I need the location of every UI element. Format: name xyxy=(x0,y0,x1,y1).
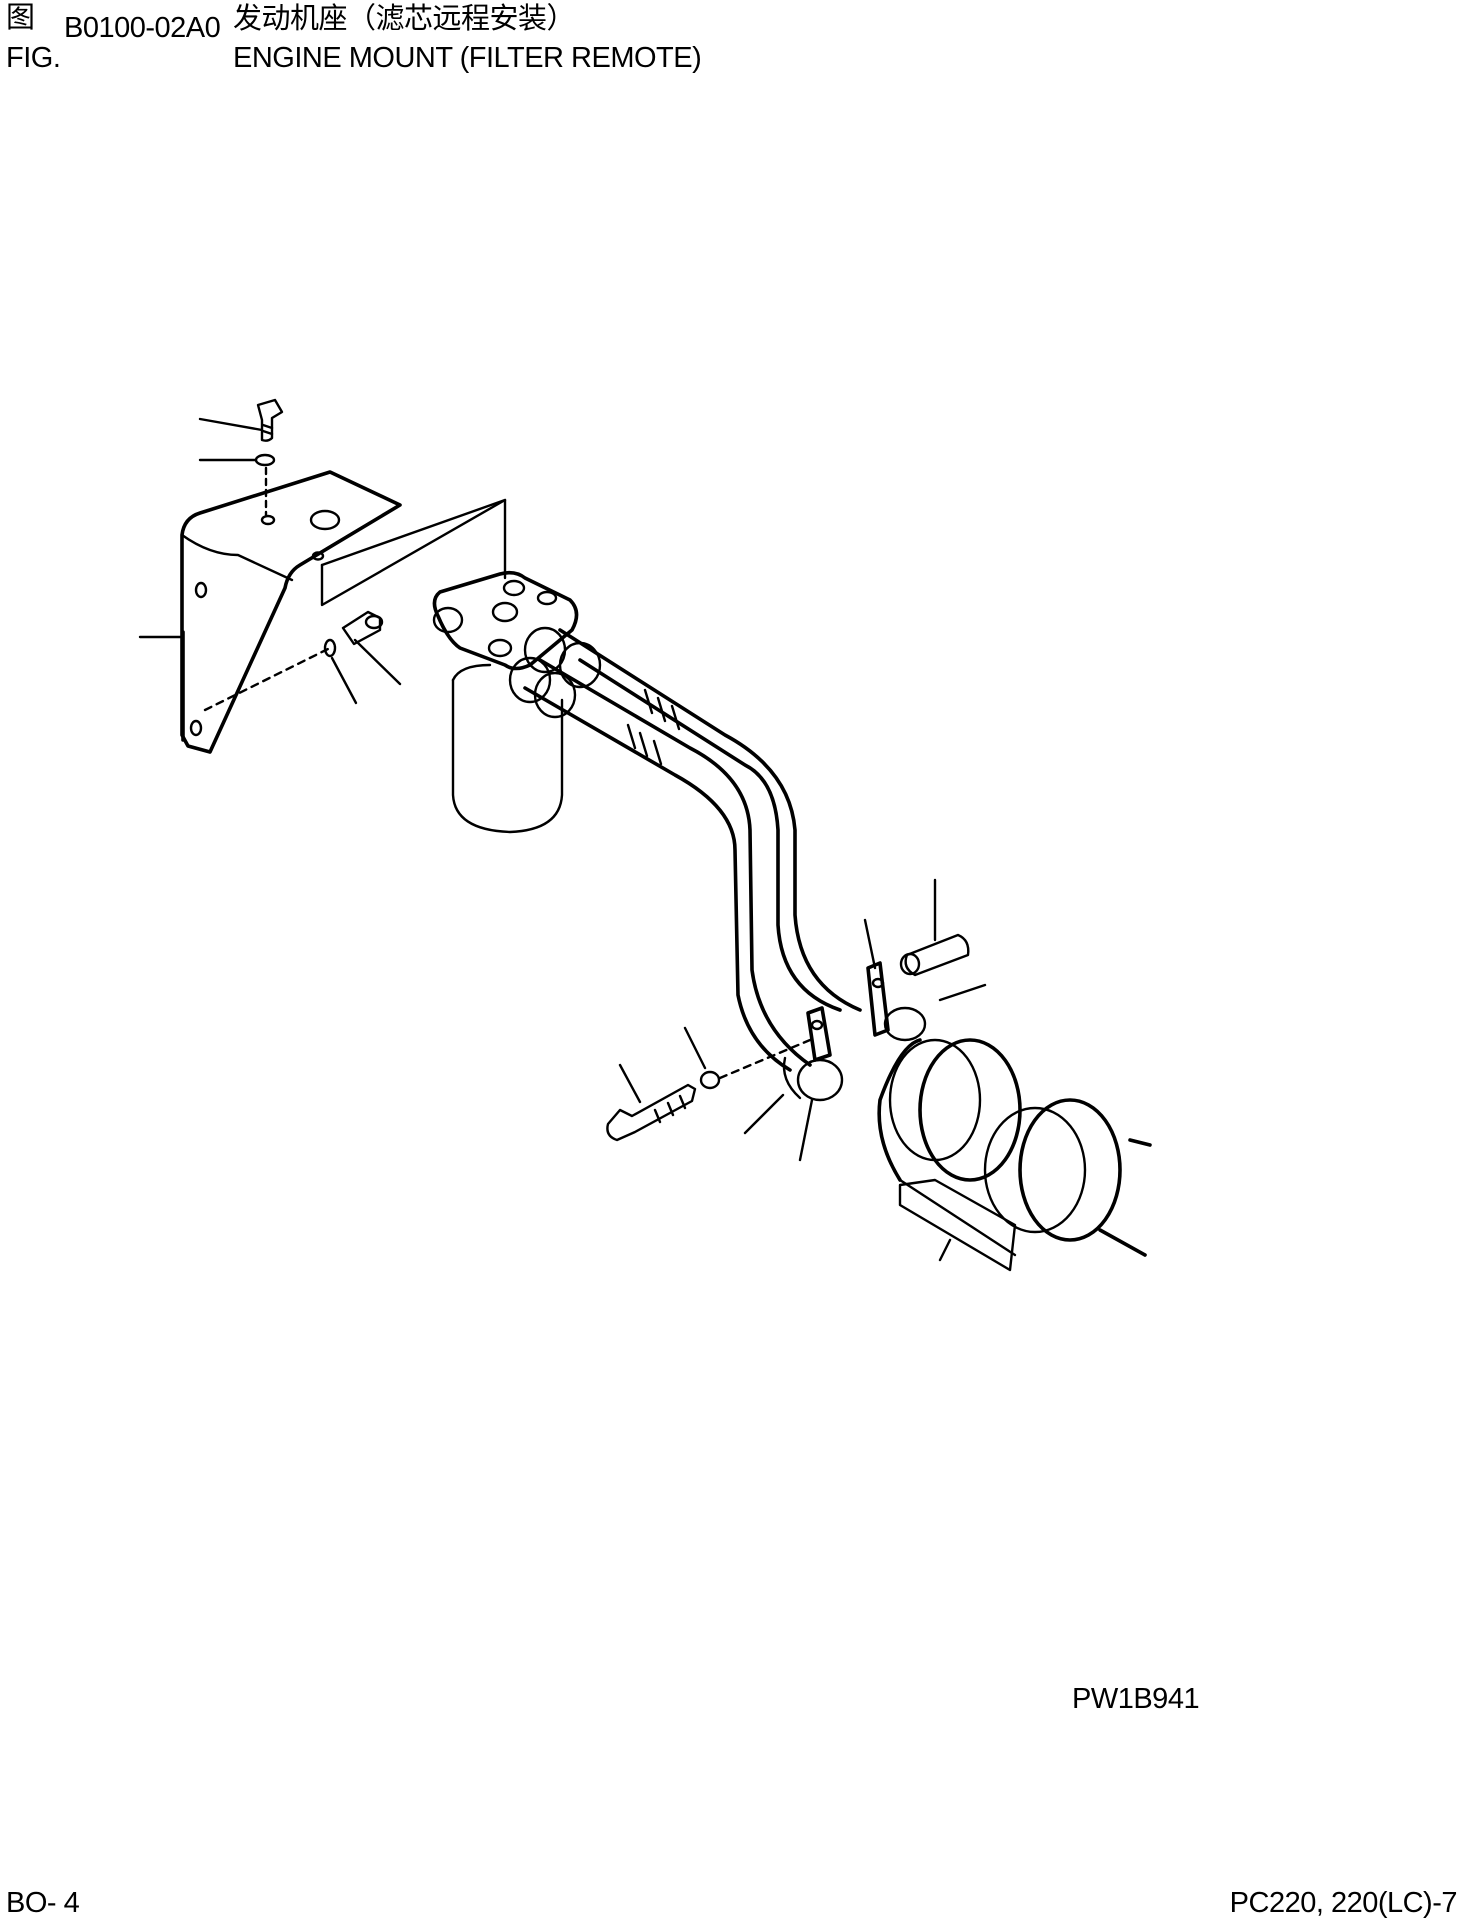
side-bolt xyxy=(203,610,402,712)
figure-title-cn: 发动机座（滤芯远程安装） xyxy=(233,1,576,35)
figure-number: B0100-02A0 xyxy=(64,12,221,44)
top-bolt xyxy=(198,398,284,517)
spacer-collar xyxy=(899,878,970,977)
pipe-bundle xyxy=(877,1038,1152,1272)
drawing-code: PW1B941 xyxy=(1072,1683,1200,1715)
mount-bracket xyxy=(138,470,402,754)
figure-label-cn: 图 xyxy=(6,2,35,34)
lower-bolt xyxy=(606,1026,952,1262)
leader-box xyxy=(320,498,507,607)
model-name: PC220, 220(LC)-7 xyxy=(1229,1887,1458,1919)
page-number: BO- 4 xyxy=(6,1887,80,1919)
hose-lines xyxy=(508,626,862,1072)
figure-title-en: ENGINE MOUNT (FILTER REMOTE) xyxy=(233,42,702,74)
filter-assembly xyxy=(432,570,579,834)
figure-label-en: FIG. xyxy=(6,42,61,74)
clamps xyxy=(782,918,987,1102)
